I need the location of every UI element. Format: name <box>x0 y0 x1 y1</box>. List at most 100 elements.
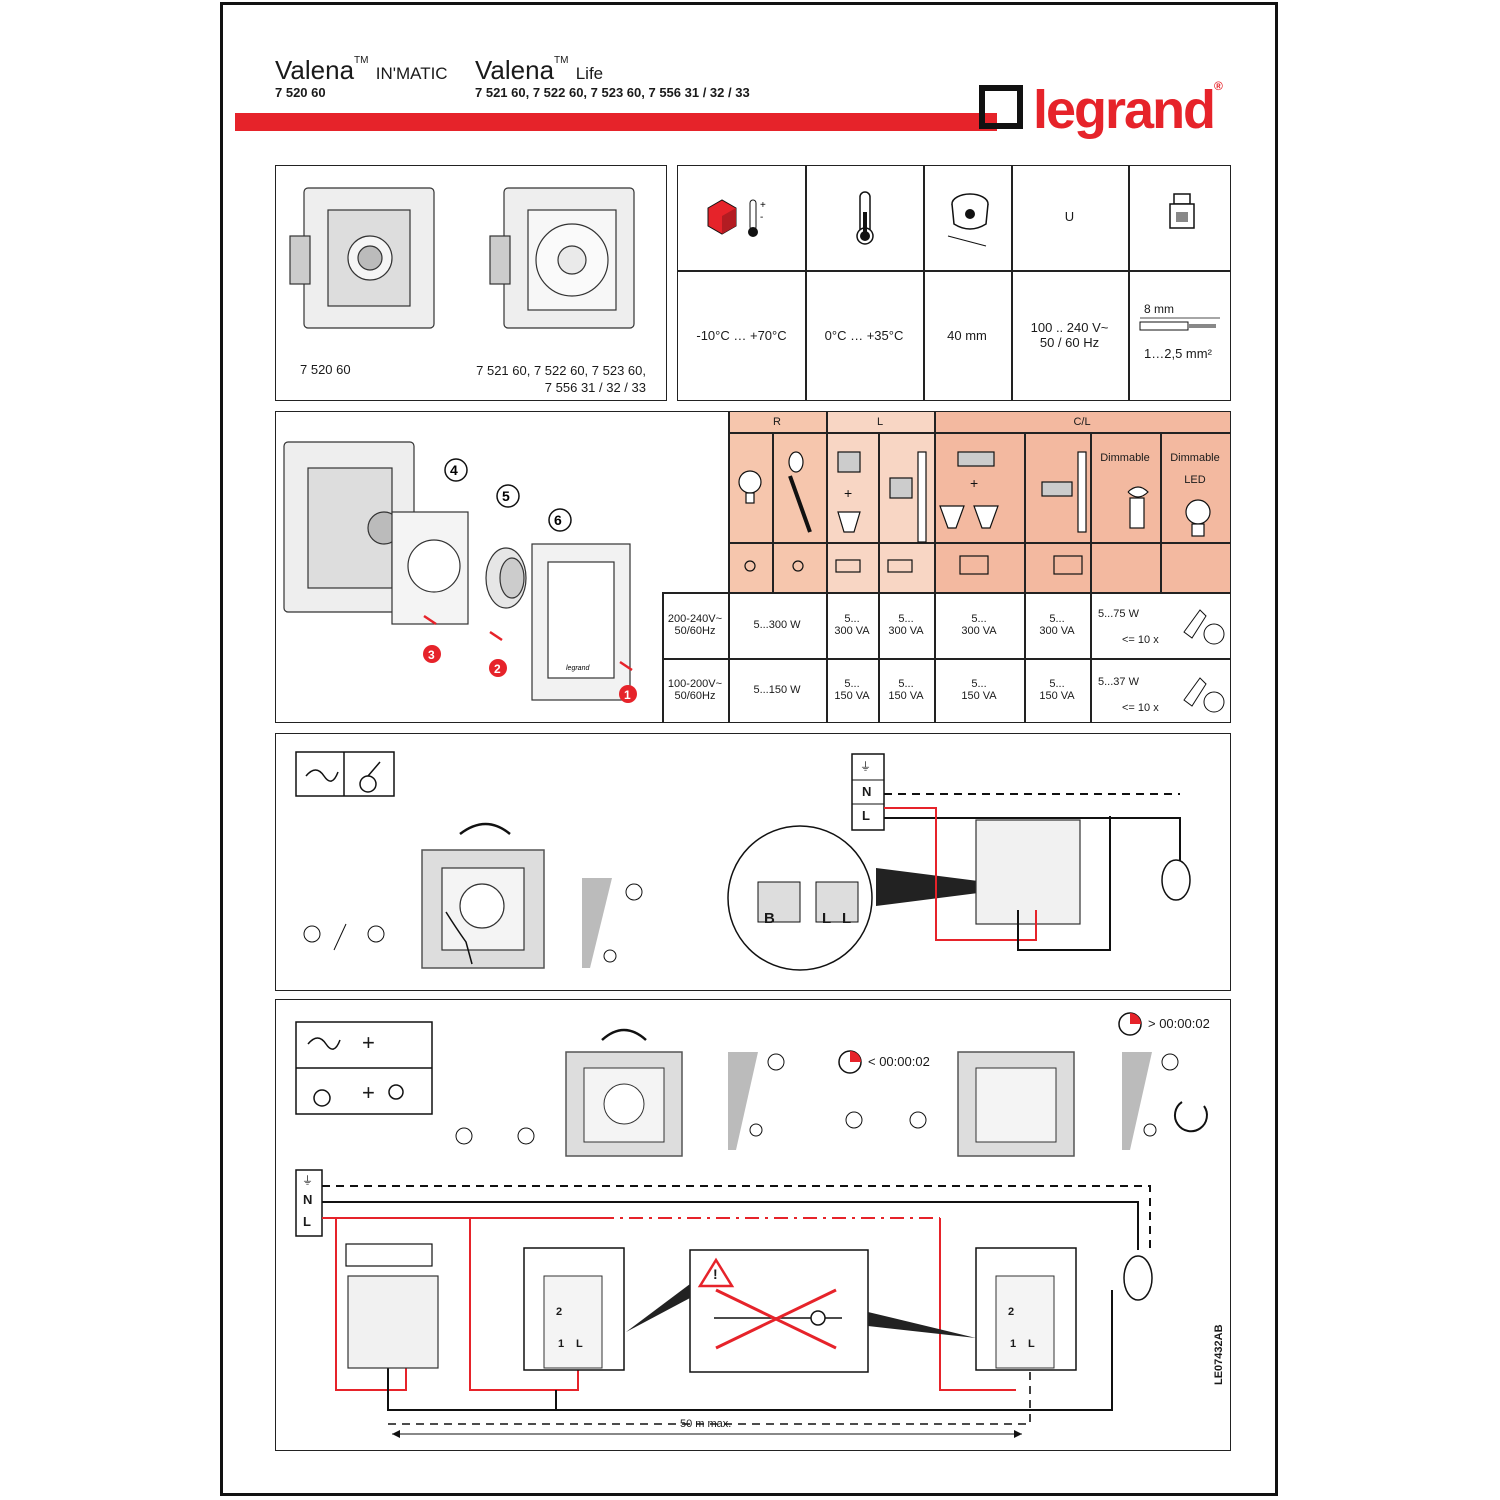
step-2-label: 2 <box>494 662 501 676</box>
module-left-terminal-1: 1 <box>558 1338 565 1350</box>
row1-dim-count: <= 10 x <box>1122 634 1159 646</box>
row1-supply: 200-240V~50/60Hz <box>667 613 723 637</box>
cfl-and-led-small-icons <box>1183 609 1225 713</box>
neutral-label-1: N <box>862 784 872 799</box>
svg-text:+: + <box>760 200 766 211</box>
module-left-terminal-2: 2 <box>556 1306 563 1318</box>
row2-dim-power: 5...37 W <box>1098 676 1139 688</box>
cfl-bulb-icon <box>1127 486 1149 498</box>
wiring-multi-diagram <box>295 1012 1208 1438</box>
step-1-label: 1 <box>624 688 631 702</box>
step-3-label: 3 <box>428 648 435 662</box>
flush-box-icon <box>947 193 989 247</box>
time-long-label: > 00:00:02 <box>1148 1016 1210 1031</box>
dimmable-led-label-1: Dimmable <box>1170 452 1220 464</box>
legrand-logo: legrand® <box>1033 79 1223 140</box>
transformer-2-icon <box>889 477 913 499</box>
operating-temperature-icon <box>856 191 874 245</box>
row2-r: 5...150 W <box>753 684 801 696</box>
mechanism-rear-icon <box>975 819 1081 925</box>
storage-temperature-icon: + - <box>707 199 766 237</box>
transformer-icon <box>837 451 861 473</box>
module-right-terminal-2: 2 <box>1008 1306 1015 1318</box>
mode-selector-icon <box>295 751 395 797</box>
storage-temp-value: -10°C … +70°C <box>696 327 787 343</box>
instruction-sheet: ValenaTM IN'MATIC 7 520 60 ValenaTM Life… <box>220 2 1278 1496</box>
voltage-value: 100 .. 240 V~ 50 / 60 Hz <box>1030 320 1109 350</box>
svg-text:+: + <box>970 475 978 491</box>
mechanism-life-icon <box>489 187 635 329</box>
halogen-bulb-icon <box>788 451 804 473</box>
row1-l1: 5...300 VA <box>834 613 870 637</box>
row1-cl2: 5...300 VA <box>1039 613 1075 637</box>
legrand-logo-icon <box>979 85 1023 129</box>
wiring-single-diagram <box>295 751 1191 971</box>
incandescent-bulb-icon <box>738 470 762 494</box>
row2-cl1: 5...150 VA <box>961 678 997 702</box>
row2-cl2: 5...150 VA <box>1039 678 1075 702</box>
bulb-dim-icon <box>603 949 617 963</box>
product-label-left: 7 520 60 <box>300 362 351 377</box>
voltage-symbol: U <box>1064 208 1075 224</box>
box-depth-value: 40 mm <box>947 327 987 343</box>
frame-icon <box>531 543 631 701</box>
dimmer-rear-icon <box>347 1275 439 1369</box>
group-cl-label: C/L <box>1073 416 1091 428</box>
lamp-icon <box>1161 859 1191 901</box>
warning-mark: ! <box>713 1266 718 1282</box>
svg-text:-: - <box>760 212 763 223</box>
earth-label-2: ⏚ <box>302 1175 313 1187</box>
rotate-icon <box>1173 1101 1208 1133</box>
led-bulb-icon <box>1185 499 1211 525</box>
brand-inmatic-suffix: IN'MATIC <box>375 64 448 83</box>
wire-section: 1…2,5 mm² <box>1144 346 1212 361</box>
step-5-label: 5 <box>502 488 510 504</box>
dim-ramp-2-icon <box>728 1052 758 1150</box>
row2-dim-count: <= 10 x <box>1122 702 1159 714</box>
terminal-l1-label: L <box>822 910 832 927</box>
dim-level-ramp-icon <box>582 878 612 968</box>
terminal-l2-label: L <box>842 910 852 927</box>
group-r-label: R <box>773 416 781 428</box>
row1-r: 5...300 W <box>753 619 801 631</box>
brand-inmatic: ValenaTM IN'MATIC <box>275 55 448 85</box>
brand-life-suffix: Life <box>575 64 604 83</box>
code-inmatic: 7 520 60 <box>275 85 326 100</box>
step-4-label: 4 <box>450 462 458 478</box>
ballast-icon <box>1041 481 1073 497</box>
row2-l1: 5...150 VA <box>834 678 870 702</box>
distance-label: 50 m max. <box>680 1418 732 1430</box>
mechanism-inmatic-icon <box>289 187 435 329</box>
bulb-on-icon <box>303 925 321 943</box>
svg-text:+: + <box>844 485 852 501</box>
lamp-2-icon <box>1123 1255 1153 1301</box>
cover-plate-icon <box>391 511 469 625</box>
group-l-label: L <box>876 416 884 428</box>
earth-label-1: ⏚ <box>860 761 871 773</box>
products-box: 7 520 60 7 521 60, 7 522 60, 7 523 60, 7… <box>275 165 667 401</box>
row2-l2: 5...150 VA <box>888 678 924 702</box>
electronic-transformer-icon <box>957 451 995 467</box>
module-left-terminal-l: L <box>576 1338 583 1350</box>
module-right-terminal-l: L <box>1028 1338 1035 1350</box>
frame-brand: legrand <box>566 665 590 672</box>
operating-temp-value: 0°C … +35°C <box>824 327 904 343</box>
installation-exploded-illustration: 4 5 6 3 2 1 legrand <box>283 441 637 703</box>
strip-length: 8 mm <box>1144 302 1174 316</box>
specs-table: + - U -10°C … +70°C 0°C … +35°C 40 mm 10… <box>677 165 1231 401</box>
time-short-label: < 00:00:02 <box>868 1054 930 1069</box>
row1-dim-power: 5...75 W <box>1098 608 1139 620</box>
row1-l2: 5...300 VA <box>888 613 924 637</box>
plus-2: + <box>362 1080 375 1105</box>
live-label-1: L <box>862 808 870 823</box>
terminal-b-label: B <box>764 910 775 927</box>
codes-life: 7 521 60, 7 522 60, 7 523 60, 7 556 31 /… <box>475 85 750 100</box>
wiring-single-box: ⏚ N L B L L <box>275 733 1231 991</box>
row2-supply: 100-200V~50/60Hz <box>667 678 723 702</box>
neutral-label-2: N <box>303 1192 313 1207</box>
warning-icon <box>697 1257 735 1288</box>
bulb-bright-icon <box>625 883 643 901</box>
product-label-right: 7 521 60, 7 522 60, 7 523 60, 7 556 31 /… <box>476 363 646 395</box>
load-type-icons: + + <box>738 451 1211 575</box>
step-6-label: 6 <box>554 512 562 528</box>
